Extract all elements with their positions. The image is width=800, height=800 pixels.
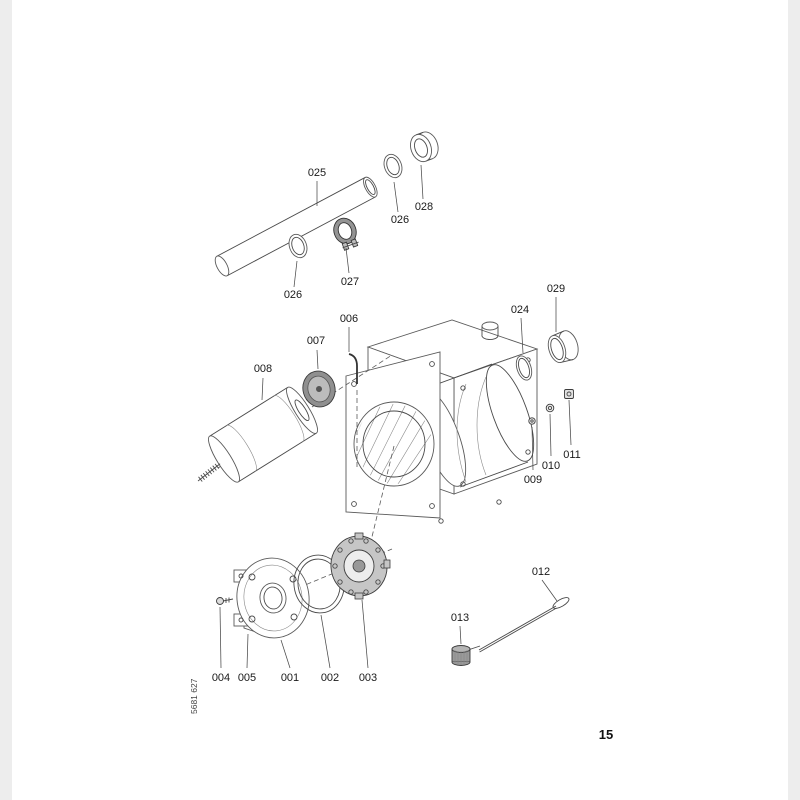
label-026a: 026	[391, 214, 409, 226]
threaded-rod	[197, 463, 221, 482]
part-004-screw	[216, 597, 234, 605]
label-006: 006	[340, 313, 358, 325]
doc-code: 5681 627	[189, 678, 199, 714]
label-003: 003	[359, 672, 377, 684]
part-labels: 025 026 028 027 026 006 007 008 024 029 …	[212, 167, 581, 684]
pipe-stub	[481, 321, 499, 340]
burner-mounting-plate	[345, 351, 441, 519]
part-007-impeller-disc	[302, 370, 336, 408]
label-010: 010	[542, 460, 560, 472]
part-029-connector-sleeve	[547, 330, 579, 363]
label-026b: 026	[284, 289, 302, 301]
part-026-gasket-ring-top	[383, 153, 403, 179]
left-page-edge	[0, 0, 12, 800]
label-011: 011	[563, 449, 581, 461]
part-009-washer	[528, 417, 536, 425]
part-008-blower-motor	[197, 386, 318, 483]
label-013: 013	[451, 612, 469, 624]
part-003-burner-head	[330, 532, 391, 600]
part-025-flue-pipe	[214, 176, 378, 277]
label-007: 007	[307, 335, 325, 347]
page-number: 15	[599, 727, 613, 742]
part-012-cleaning-rod	[478, 597, 570, 653]
part-024-gasket	[515, 355, 533, 381]
part-027-clamp	[333, 217, 359, 251]
label-001: 001	[281, 672, 299, 684]
right-page-edge	[788, 0, 800, 800]
part-001-burner-flange	[233, 557, 310, 639]
part-013-brush-handle	[451, 645, 481, 666]
label-005: 005	[238, 672, 256, 684]
part-026-gasket-ring-bottom	[288, 233, 308, 259]
label-008: 008	[254, 363, 272, 375]
label-027: 027	[341, 276, 359, 288]
label-002: 002	[321, 672, 339, 684]
label-024: 024	[511, 304, 529, 316]
label-009: 009	[524, 474, 542, 486]
label-028: 028	[415, 201, 433, 213]
boiler-housing	[345, 319, 539, 524]
label-029: 029	[547, 283, 565, 295]
label-025: 025	[308, 167, 326, 179]
leader-lines	[219, 164, 572, 669]
label-012: 012	[532, 566, 550, 578]
label-004: 004	[212, 672, 230, 684]
part-006-electrode	[348, 353, 358, 384]
part-011-plug	[564, 389, 574, 399]
part-028-collar	[410, 131, 439, 163]
part-010-nut	[545, 403, 555, 413]
